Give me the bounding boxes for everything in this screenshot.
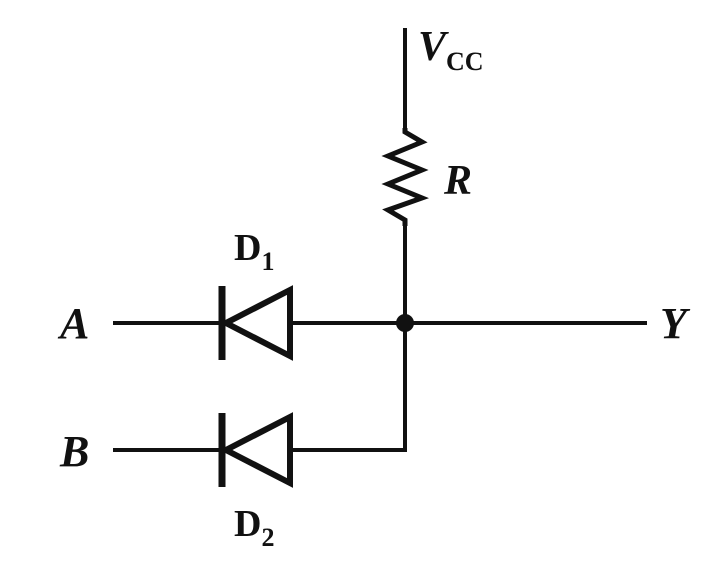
diode-d2-label-sub: 2 <box>261 523 274 552</box>
resistor-label: R <box>443 158 472 204</box>
output-y-label: Y <box>660 299 691 348</box>
junction-dot <box>396 314 414 332</box>
diode-d1 <box>218 285 293 361</box>
input-b-label: B <box>59 427 89 476</box>
diode-d2-label: D2 <box>234 503 274 552</box>
resistor-r <box>381 128 430 226</box>
vcc-label-sub: CC <box>446 47 484 76</box>
diode-d2-triangle <box>219 412 293 488</box>
diode-d2-label-main: D <box>234 503 261 545</box>
diode-d1-label-sub: 1 <box>261 247 274 276</box>
input-a-label: A <box>57 299 89 348</box>
diode-d1-triangle <box>219 285 293 361</box>
diode-d2 <box>218 412 293 488</box>
vcc-label: VCC <box>418 24 484 76</box>
vcc-label-main: V <box>418 24 449 70</box>
diode-d1-label-main: D <box>234 227 261 269</box>
diode-d1-label: D1 <box>234 227 274 276</box>
